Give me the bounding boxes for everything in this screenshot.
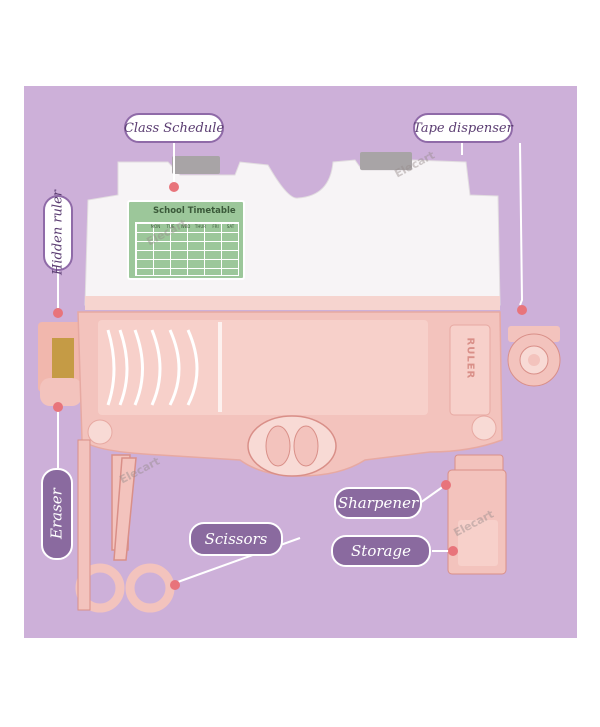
lid-edge	[85, 296, 500, 310]
hidden-ruler-dot	[53, 308, 63, 318]
lock-right-button	[293, 425, 319, 467]
scissors-dot	[170, 580, 180, 590]
timetable-day: FRI	[212, 224, 219, 229]
left-round-button	[87, 419, 113, 445]
tape-dispenser-dot	[517, 305, 527, 315]
timetable-day: SAT	[226, 224, 235, 229]
pencil-holders	[106, 329, 199, 406]
storage-callout: Storage	[331, 535, 431, 567]
eraser-callout: Eraser	[41, 468, 73, 560]
ruler-strip	[77, 439, 91, 611]
ruler-label: RULER	[464, 337, 476, 380]
clip-right	[360, 152, 412, 170]
timetable-day: WED	[180, 224, 191, 229]
sharpener-callout: Sharpener	[334, 487, 422, 519]
storage-dot	[448, 546, 458, 556]
ruler-slot	[449, 324, 491, 416]
clip-left	[172, 156, 220, 174]
right-round-button	[471, 415, 497, 441]
timetable-day: MON	[150, 224, 161, 229]
center-lock	[247, 415, 337, 477]
hidden-ruler-callout: Hidden ruler	[43, 191, 73, 276]
eraser-dot	[53, 402, 63, 412]
tape-dispenser-callout: Tape dispenser	[413, 113, 513, 143]
timetable-grid	[135, 222, 239, 276]
class-schedule-dot	[169, 182, 179, 192]
timetable-title: School Timetable	[153, 206, 236, 216]
lock-left-button	[265, 425, 291, 467]
leader-lines	[57, 142, 524, 584]
eraser	[40, 378, 82, 406]
sharpener-dot	[441, 480, 451, 490]
ruler-insert	[52, 338, 74, 384]
timetable-day: TUE	[166, 224, 175, 229]
scissors-callout: Scissors	[189, 522, 283, 556]
divider	[218, 322, 222, 412]
timetable-day: THUR	[194, 224, 207, 229]
class-schedule-callout: Class Schedule	[124, 113, 224, 143]
inner-tray	[98, 320, 428, 415]
